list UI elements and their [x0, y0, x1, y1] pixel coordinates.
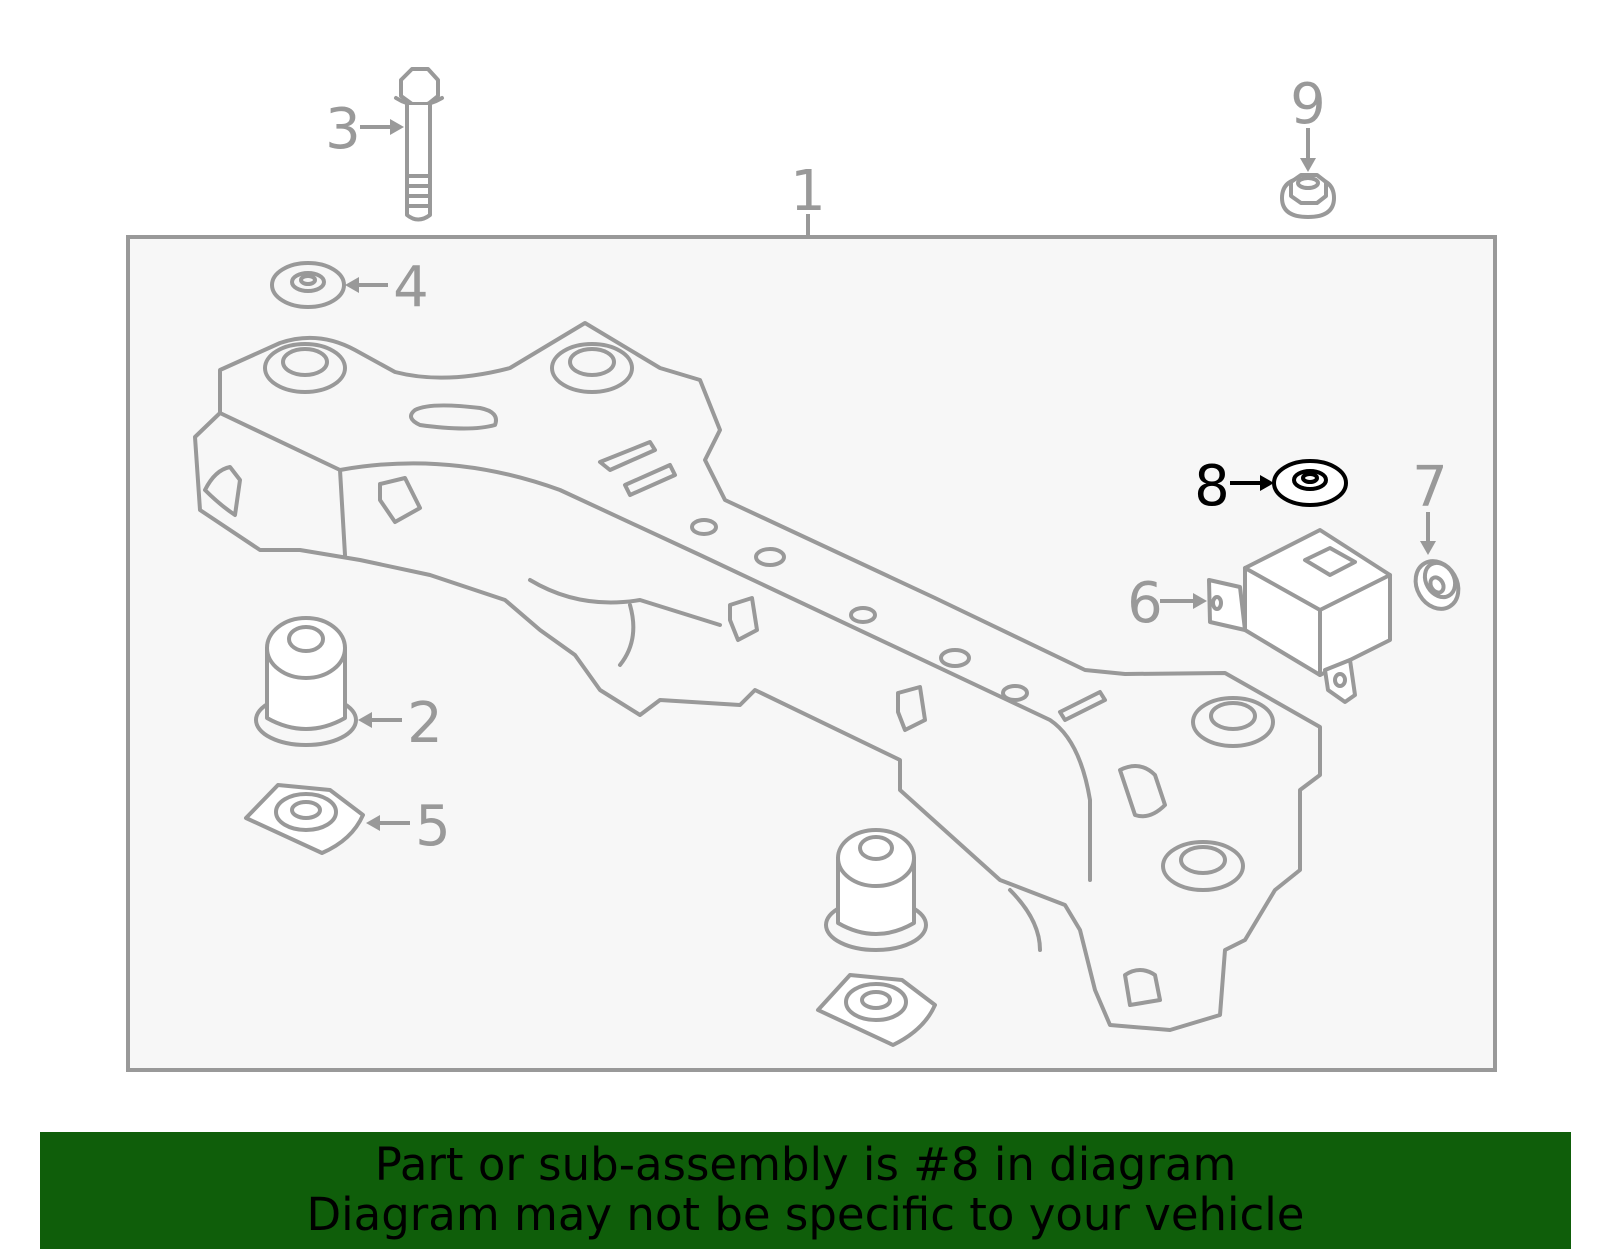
part-9-nut[interactable]	[1280, 173, 1336, 219]
callout-2: 2	[407, 691, 443, 756]
part-3-bolt[interactable]	[394, 67, 444, 222]
callout-6: 6	[1127, 571, 1163, 636]
callout-8: 8	[1194, 454, 1230, 519]
part-6-module[interactable]	[1207, 528, 1392, 704]
callout-7: 7	[1412, 455, 1448, 520]
callout-1: 1	[790, 159, 826, 224]
bushing-secondary	[824, 828, 928, 952]
part-4-washer[interactable]	[270, 261, 346, 309]
part-2-bushing[interactable]	[254, 616, 358, 747]
part-5-plate[interactable]	[244, 783, 365, 855]
callout-3: 3	[325, 97, 361, 162]
info-banner: Part or sub-assembly is #8 in diagram Di…	[40, 1132, 1571, 1249]
callout-4: 4	[393, 255, 429, 320]
part-8-washer[interactable]	[1272, 459, 1348, 507]
callout-5: 5	[415, 794, 451, 859]
part-7-clip[interactable]	[1407, 553, 1467, 616]
part-1-crossmember[interactable]	[193, 321, 1322, 1032]
callout-9: 9	[1290, 72, 1326, 137]
plate-secondary	[816, 973, 937, 1047]
assembly-frame	[126, 235, 1497, 1072]
banner-line-part: Part or sub-assembly is #8 in diagram	[374, 1138, 1237, 1191]
banner-line-disclaimer: Diagram may not be specific to your vehi…	[306, 1188, 1305, 1241]
